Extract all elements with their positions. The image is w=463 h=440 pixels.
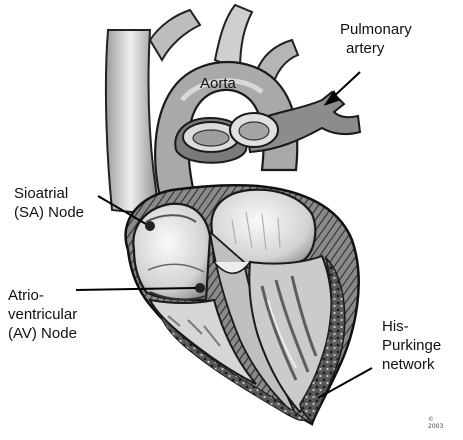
av-node-label-line2: ventricular — [8, 305, 77, 324]
his-purkinge-label-line2: Purkinge — [382, 336, 441, 355]
copyright-credit: © 2003 — [428, 416, 443, 430]
superior-vena-cava — [106, 30, 160, 215]
copyright-symbol: © — [428, 416, 443, 423]
av-node-label: Atrio- ventricular (AV) Node — [8, 286, 77, 343]
av-node-label-line3: (AV) Node — [8, 324, 77, 343]
copyright-year: 2003 — [428, 423, 443, 430]
pulmonary-artery-label: Pulmonary artery — [340, 20, 412, 58]
av-node-label-line1: Atrio- — [8, 286, 77, 305]
av-node — [195, 283, 205, 293]
sa-node-label-line2: (SA) Node — [14, 203, 84, 222]
his-purkinge-label-line1: His- — [382, 317, 441, 336]
carotid-branch — [215, 5, 252, 70]
brachiocephalic-branch — [150, 10, 200, 60]
his-purkinge-label-line3: network — [382, 355, 441, 374]
pulmonary-artery-label-line2: artery — [340, 39, 412, 58]
sa-node-label: Sioatrial (SA) Node — [14, 184, 84, 222]
sa-node — [145, 221, 155, 231]
his-purkinge-label: His- Purkinge network — [382, 317, 441, 374]
pulmonary-artery-label-line1: Pulmonary — [340, 20, 412, 39]
aorta-label: Aorta — [200, 74, 236, 93]
sa-node-label-line1: Sioatrial — [14, 184, 84, 203]
